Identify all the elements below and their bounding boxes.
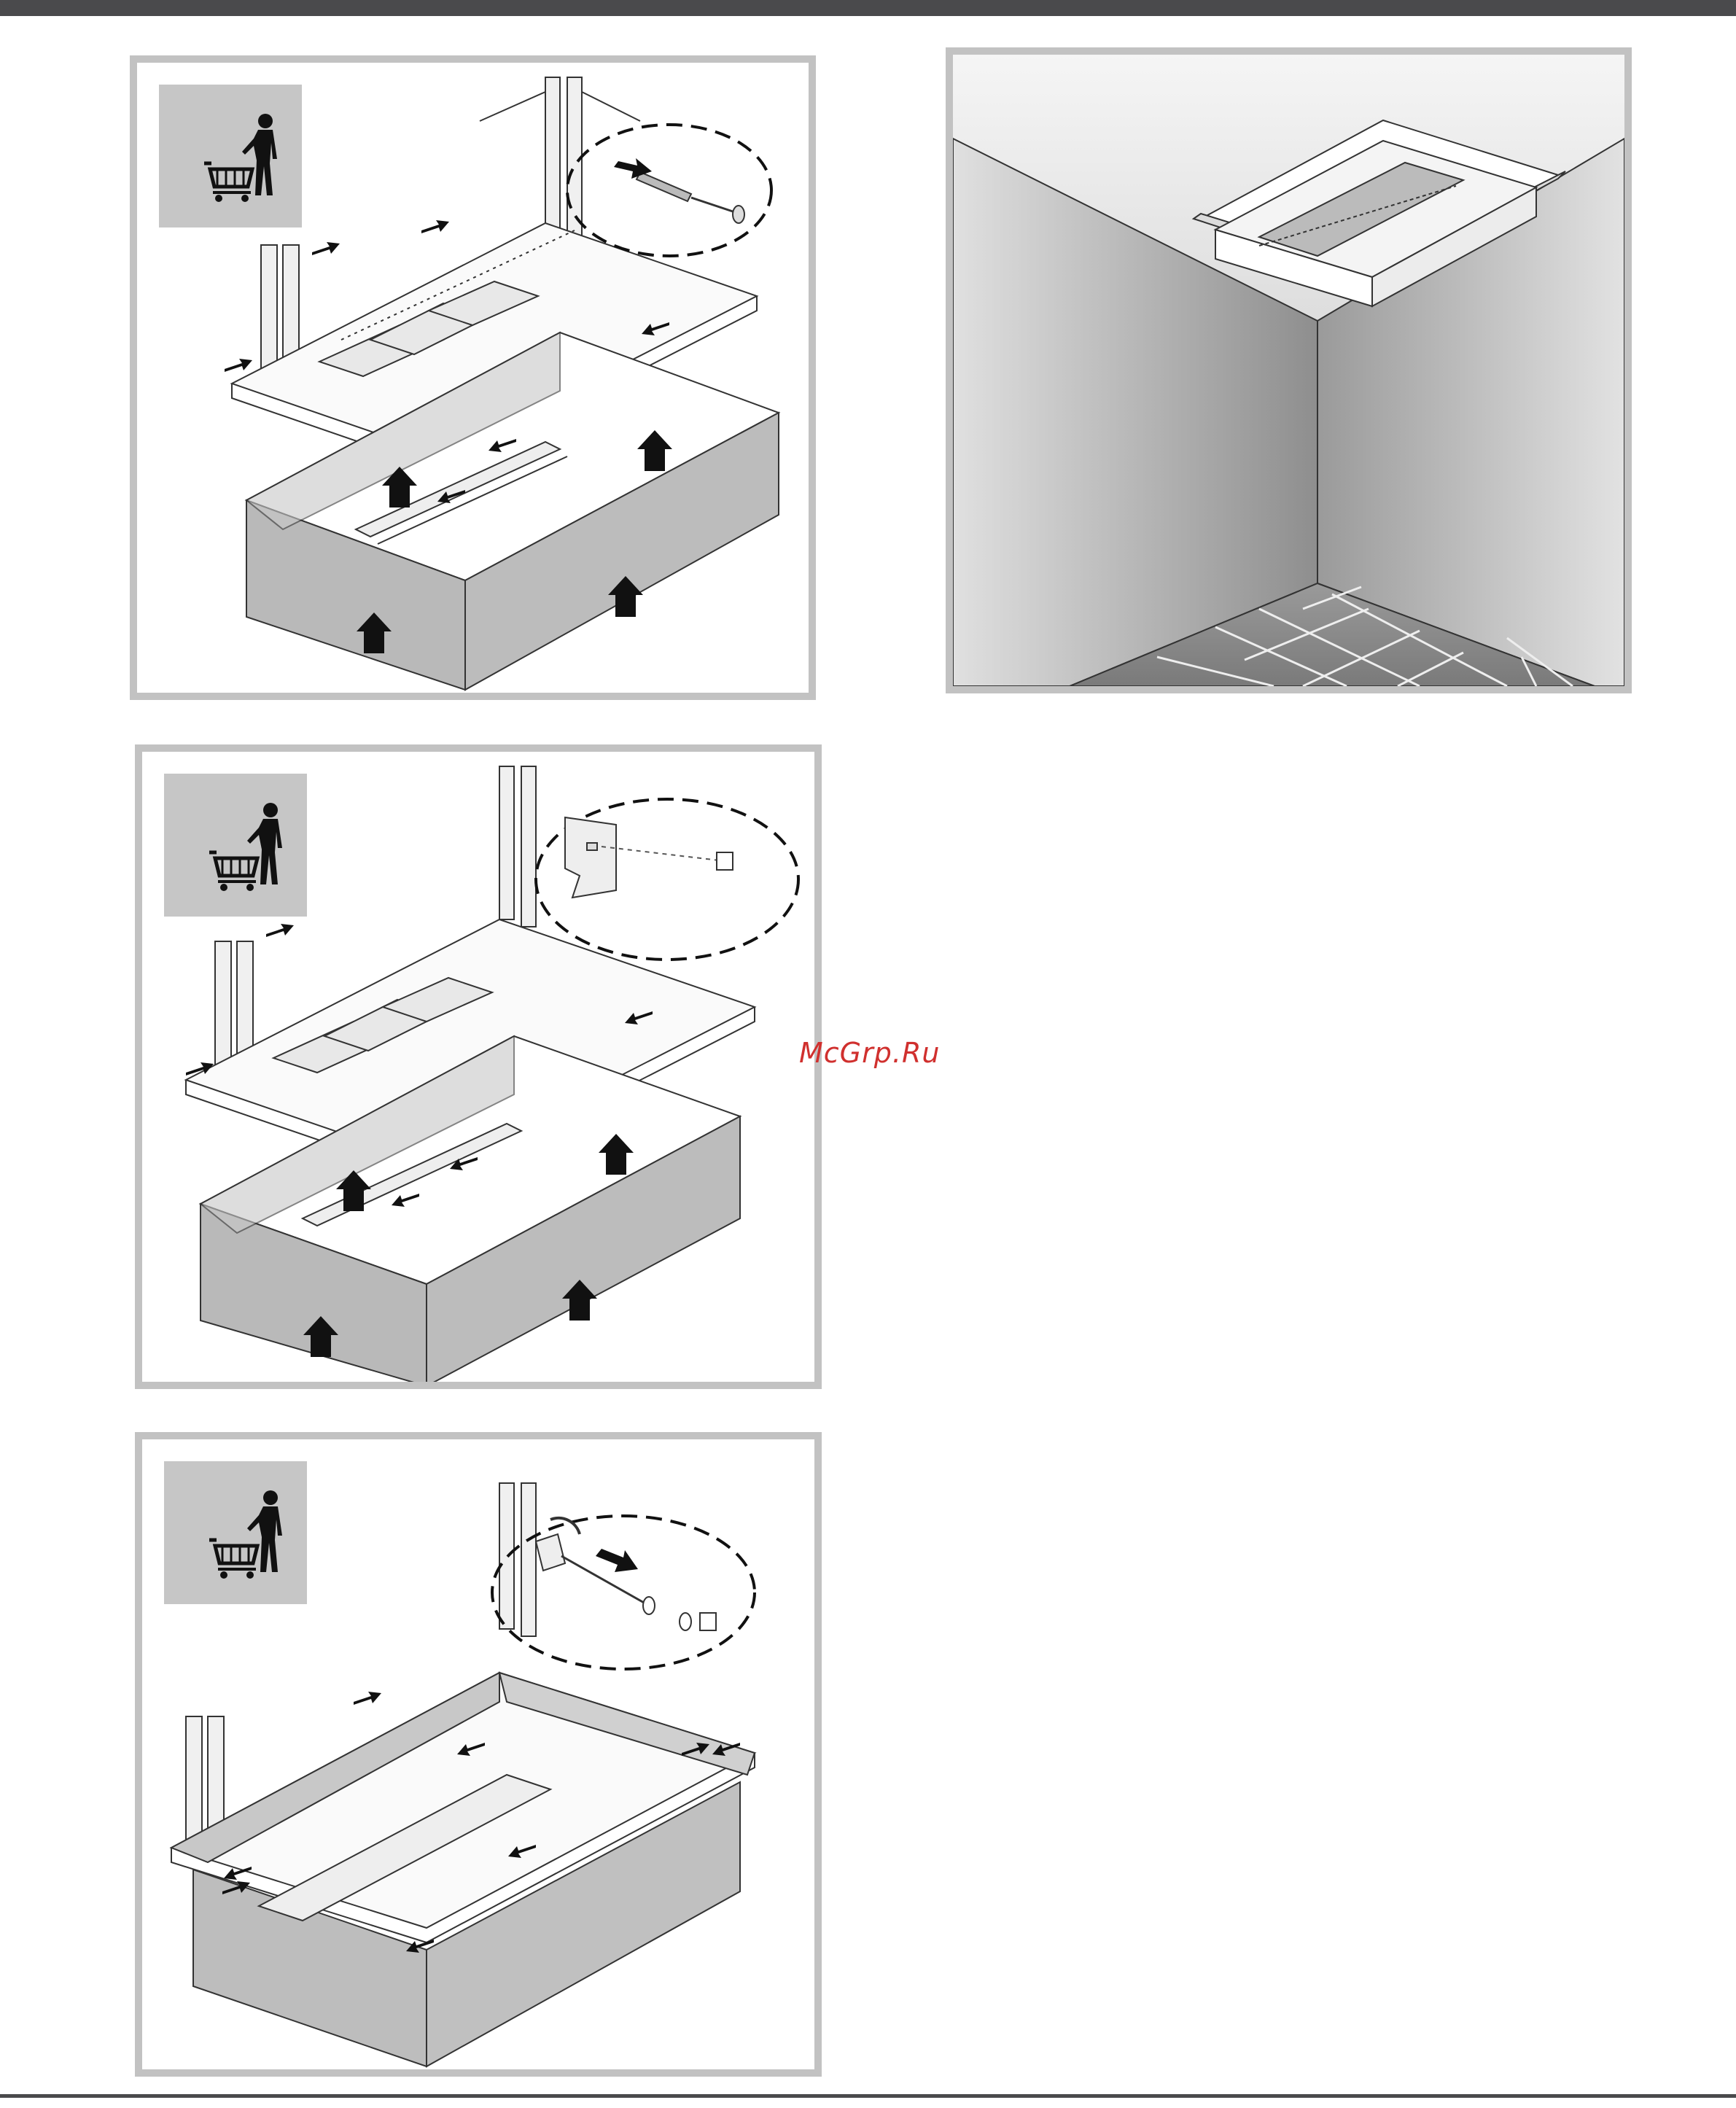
screw-icon <box>536 1518 716 1630</box>
watermark-text: McGrp.Ru <box>799 1037 940 1069</box>
illustration-panel-ceiling <box>946 47 1632 693</box>
ceiling-room-drawing <box>953 55 1624 686</box>
hood-assembly-drawing <box>142 752 814 1382</box>
screw-icon <box>614 158 744 223</box>
illustration-panel-1 <box>130 55 816 700</box>
illustration-panel-3 <box>135 1432 822 2077</box>
screw-icon <box>565 817 733 898</box>
illustration-panel-2 <box>135 744 822 1389</box>
header-bar <box>0 0 1736 16</box>
hood-assembly-drawing <box>142 1439 814 2069</box>
hood-assembly-drawing <box>137 63 809 693</box>
footer-rule <box>0 2094 1736 2098</box>
